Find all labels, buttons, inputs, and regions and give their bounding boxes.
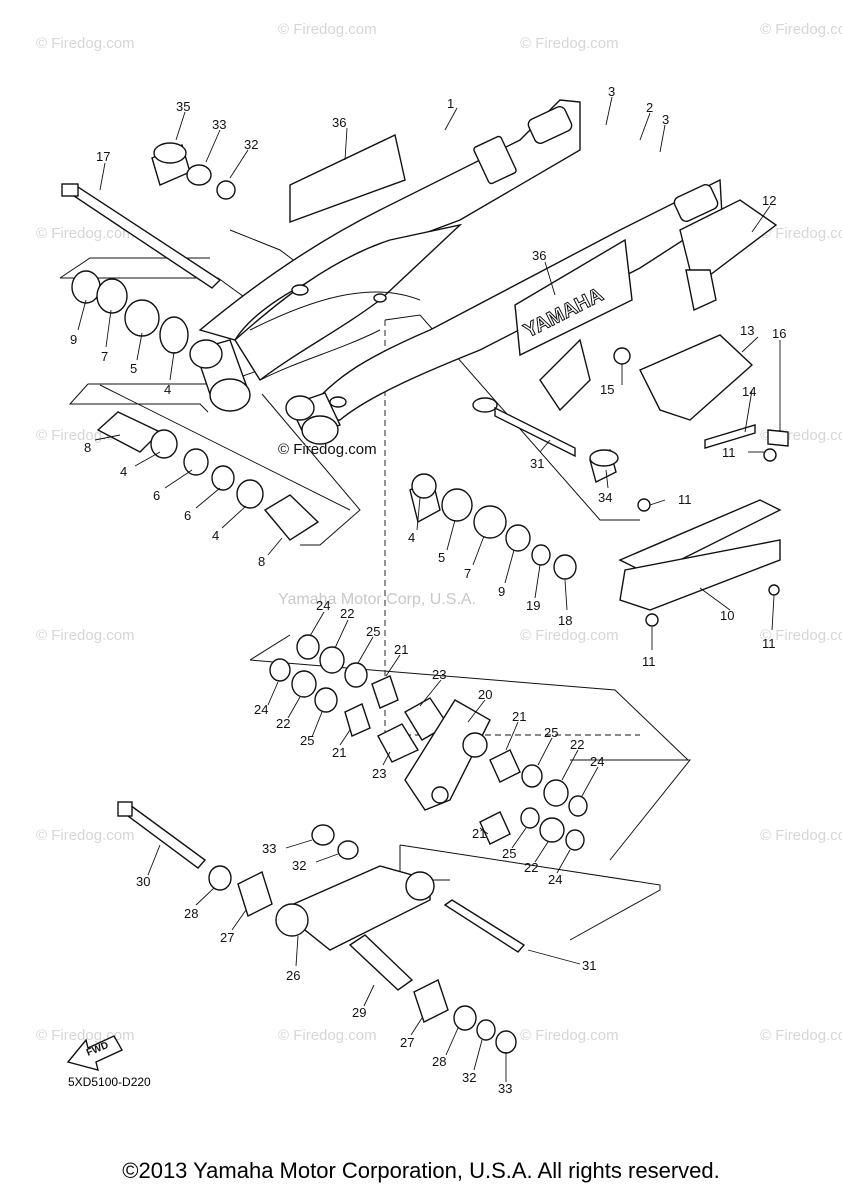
part-label-31: 31 xyxy=(582,958,596,973)
part-label-33: 33 xyxy=(262,841,276,856)
part-label-22: 22 xyxy=(570,737,584,752)
swing-arm xyxy=(198,99,723,421)
watermark: © Firedog.com xyxy=(520,1027,619,1044)
part-label-9: 9 xyxy=(70,332,77,347)
part-label-15: 15 xyxy=(600,382,614,397)
chain-guide-parts xyxy=(494,199,789,627)
part-label-25: 25 xyxy=(300,733,314,748)
part-label-19: 19 xyxy=(526,598,540,613)
pivot-parts xyxy=(61,142,320,541)
diagram-code: 5XD5100-D220 xyxy=(68,1075,151,1089)
part-label-4: 4 xyxy=(408,530,415,545)
watermark: © Firedog.com xyxy=(520,627,619,644)
relay-arm-parts xyxy=(269,634,588,851)
part-label-11: 11 xyxy=(678,492,692,507)
leader-lines xyxy=(77,96,781,1082)
callout-labels: 1 2 3 3 36 36 35 33 32 17 12 9 7 5 4 13 … xyxy=(70,84,786,1096)
part-label-4: 4 xyxy=(120,464,127,479)
watermark: © Firedog.com xyxy=(760,627,842,644)
part-label-36: 36 xyxy=(332,115,346,130)
part-label-21: 21 xyxy=(394,642,408,657)
part-label-11: 11 xyxy=(642,654,656,669)
firedog-mark: © Firedog.com xyxy=(278,441,377,458)
part-label-3: 3 xyxy=(662,112,669,127)
part-label-7: 7 xyxy=(101,349,108,364)
part-label-28: 28 xyxy=(184,906,198,921)
part-label-25: 25 xyxy=(366,624,380,639)
part-label-11: 11 xyxy=(762,636,776,651)
part-label-13: 13 xyxy=(740,323,754,338)
watermark: © Firedog.com xyxy=(36,627,135,644)
part-label-24: 24 xyxy=(316,598,330,613)
part-label-32: 32 xyxy=(292,858,306,873)
watermark: © Firedog.com xyxy=(760,1027,842,1044)
watermark: © Firedog.com xyxy=(36,35,135,52)
watermark: © Firedog.com xyxy=(760,827,842,844)
connecting-rod-parts xyxy=(117,801,526,1054)
part-label-32: 32 xyxy=(462,1070,476,1085)
part-label-21: 21 xyxy=(512,709,526,724)
part-label-24: 24 xyxy=(548,872,562,887)
part-label-14: 14 xyxy=(742,384,756,399)
part-label-30: 30 xyxy=(136,874,150,889)
part-label-8: 8 xyxy=(258,554,265,569)
part-label-7: 7 xyxy=(464,566,471,581)
watermark: © Firedog.com xyxy=(760,21,842,38)
part-label-6: 6 xyxy=(153,488,160,503)
part-label-25: 25 xyxy=(544,725,558,740)
part-label-4: 4 xyxy=(164,382,171,397)
part-label-27: 27 xyxy=(400,1035,414,1050)
part-label-21: 21 xyxy=(472,826,486,841)
part-label-1: 1 xyxy=(447,96,454,111)
part-label-26: 26 xyxy=(286,968,300,983)
part-label-6: 6 xyxy=(184,508,191,523)
part-label-4: 4 xyxy=(212,528,219,543)
part-label-31: 31 xyxy=(530,456,544,471)
part-label-16: 16 xyxy=(772,326,786,341)
part-label-8: 8 xyxy=(84,440,91,455)
watermark: © Firedog.com xyxy=(520,35,619,52)
part-label-28: 28 xyxy=(432,1054,446,1069)
part-label-33: 33 xyxy=(212,117,226,132)
part-label-36: 36 xyxy=(532,248,546,263)
watermark: © Firedog.com xyxy=(36,225,135,242)
copyright-footer: ©2013 Yamaha Motor Corporation, U.S.A. A… xyxy=(122,1158,720,1183)
part-label-24: 24 xyxy=(254,702,268,717)
part-label-20: 20 xyxy=(478,687,492,702)
part-label-21: 21 xyxy=(332,745,346,760)
watermark-layer: © Firedog.com © Firedog.com © Firedog.co… xyxy=(36,21,842,1044)
watermark: © Firedog.com xyxy=(760,225,842,242)
rear-pivot-parts xyxy=(409,473,577,580)
part-label-3: 3 xyxy=(608,84,615,99)
part-label-17: 17 xyxy=(96,149,110,164)
part-label-10: 10 xyxy=(720,608,734,623)
part-label-24: 24 xyxy=(590,754,604,769)
part-label-25: 25 xyxy=(502,846,516,861)
part-label-32: 32 xyxy=(244,137,258,152)
part-label-22: 22 xyxy=(340,606,354,621)
part-label-12: 12 xyxy=(762,193,776,208)
part-label-23: 23 xyxy=(432,667,446,682)
watermark: © Firedog.com xyxy=(278,21,377,38)
part-label-35: 35 xyxy=(176,99,190,114)
watermark: © Firedog.com xyxy=(36,827,135,844)
part-label-9: 9 xyxy=(498,584,505,599)
watermark: © Firedog.com xyxy=(278,1027,377,1044)
part-label-5: 5 xyxy=(130,361,137,376)
part-label-22: 22 xyxy=(524,860,538,875)
center-watermark: Yamaha Motor Corp, U.S.A. xyxy=(278,591,476,608)
part-label-22: 22 xyxy=(276,716,290,731)
part-label-5: 5 xyxy=(438,550,445,565)
part-label-29: 29 xyxy=(352,1005,366,1020)
part-label-27: 27 xyxy=(220,930,234,945)
part-label-33: 33 xyxy=(498,1081,512,1096)
pivot-bosses xyxy=(189,339,341,445)
part-label-23: 23 xyxy=(372,766,386,781)
part-label-34: 34 xyxy=(598,490,612,505)
part-label-2: 2 xyxy=(646,100,653,115)
part-label-11: 11 xyxy=(722,445,736,460)
part-label-18: 18 xyxy=(558,613,572,628)
decal-36: YAMAHA xyxy=(289,133,633,357)
